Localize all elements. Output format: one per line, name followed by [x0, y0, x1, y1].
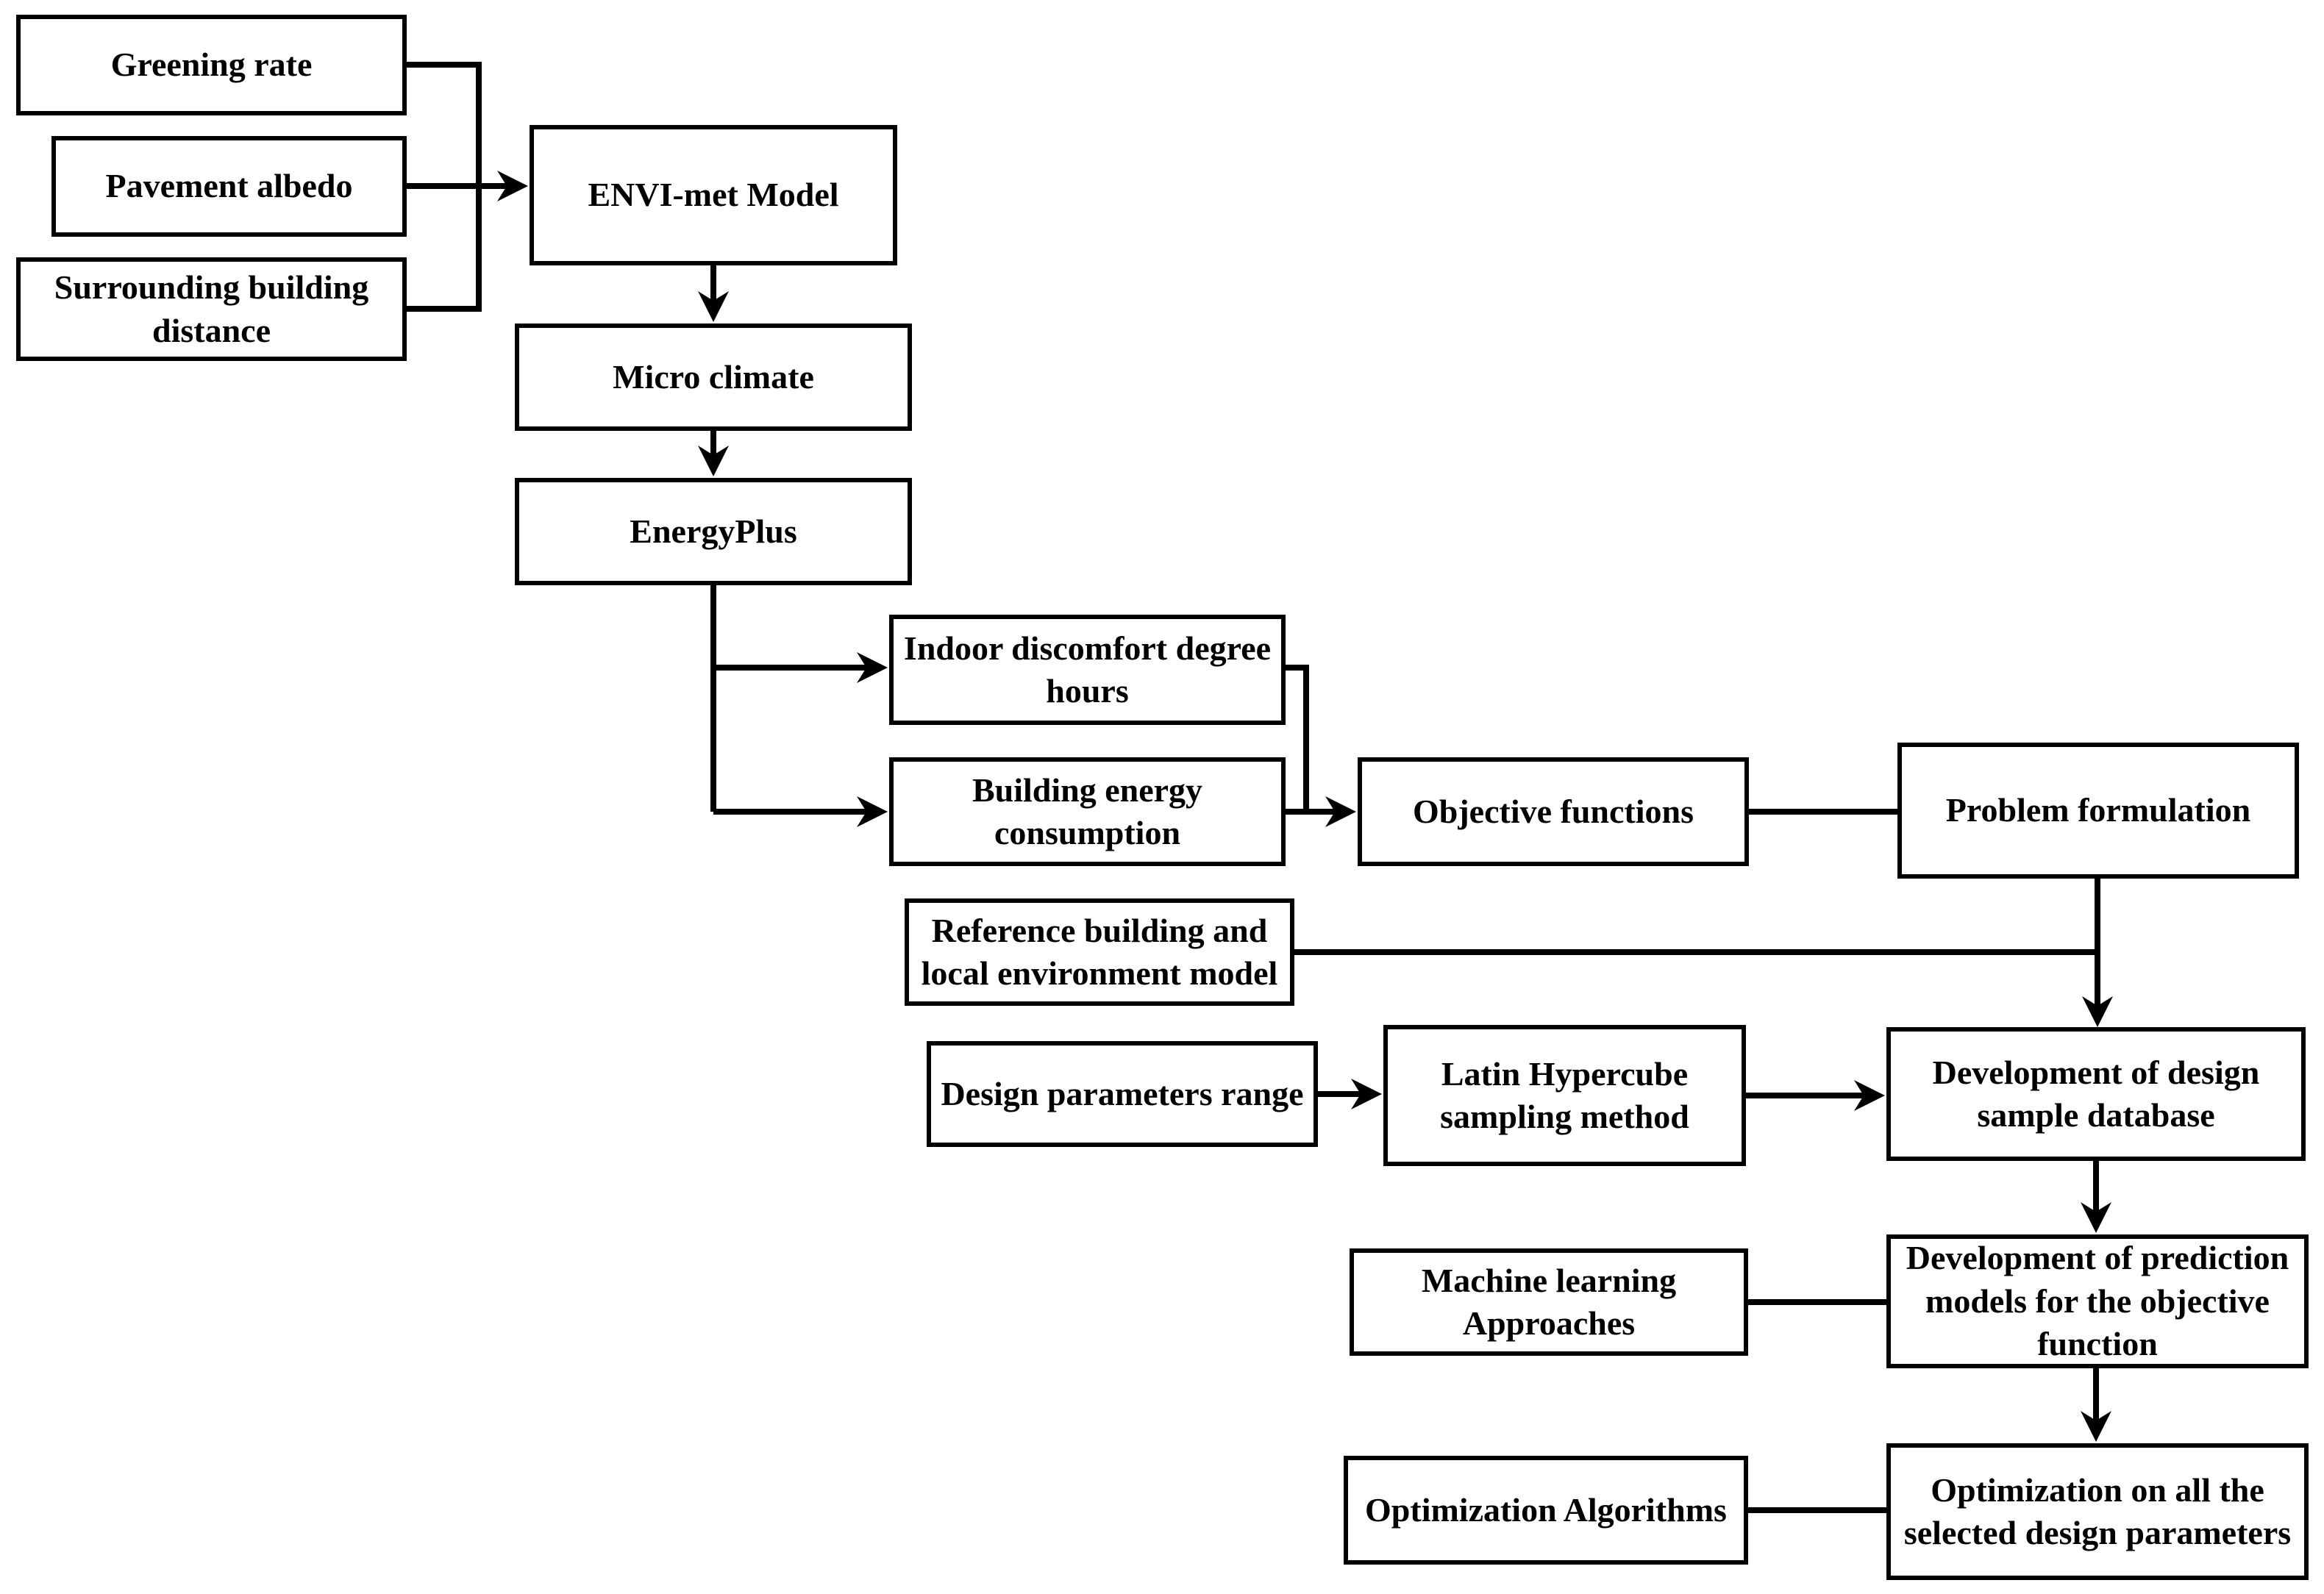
node-indoor-discomfort: Indoor discomfort degree hours: [889, 615, 1286, 725]
arrowhead-into-objective-functions: [1325, 796, 1356, 827]
arrowhead-into-sample-database: [2082, 996, 2113, 1027]
node-energyplus: EnergyPlus: [515, 478, 912, 585]
arrowhead-into-optimization: [2081, 1411, 2111, 1442]
arrowhead-into-latin-hypercube: [1351, 1079, 1382, 1109]
node-prediction-models: Development of prediction models for the…: [1886, 1234, 2309, 1368]
node-pavement-albedo: Pavement albedo: [51, 136, 407, 237]
node-problem-formulation: Problem formulation: [1897, 743, 2299, 879]
node-surrounding-building-distance: Surrounding building distance: [16, 257, 407, 361]
arrowhead-into-database-left: [1854, 1080, 1885, 1111]
arrowhead-into-envi-met: [497, 171, 528, 201]
node-envi-met-model: ENVI-met Model: [530, 125, 897, 265]
arrowhead-into-energyplus: [698, 446, 729, 476]
node-design-parameters-range: Design parameters range: [927, 1041, 1318, 1147]
node-micro-climate: Micro climate: [515, 324, 912, 431]
node-latin-hypercube: Latin Hypercube sampling method: [1383, 1025, 1746, 1166]
node-objective-functions: Objective functions: [1358, 757, 1749, 866]
arrowhead-into-indoor-discomfort: [857, 652, 888, 683]
arrowhead-into-micro-climate: [698, 291, 729, 322]
node-optimization-selected: Optimization on all the selected design …: [1886, 1443, 2309, 1580]
arrowhead-into-prediction-models: [2081, 1202, 2111, 1233]
node-building-energy: Building energy consumption: [889, 757, 1286, 866]
node-design-sample-database: Development of design sample database: [1886, 1027, 2306, 1161]
node-reference-building: Reference building and local environment…: [905, 898, 1294, 1006]
node-greening-rate: Greening rate: [16, 15, 407, 115]
node-optimization-algorithms: Optimization Algorithms: [1344, 1456, 1748, 1565]
arrowhead-into-building-energy: [857, 796, 888, 827]
connector-indoor-bracket: [1286, 665, 1309, 812]
node-machine-learning: Machine learning Approaches: [1350, 1248, 1748, 1356]
